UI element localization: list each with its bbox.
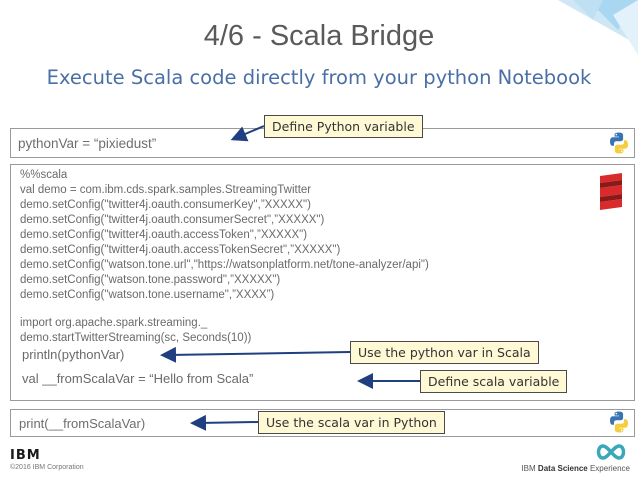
- print-code: print(__fromScalaVar): [19, 416, 146, 431]
- brand-text: IBM Data Science Experience: [521, 464, 630, 473]
- brand-suffix: Experience: [589, 464, 630, 473]
- python-logo-icon: [610, 132, 628, 154]
- code-line: demo.setConfig("twitter4j.oauth.consumer…: [20, 199, 311, 211]
- code-line: import org.apache.spark.streaming._: [20, 317, 208, 329]
- infinity-logo-icon: [596, 444, 626, 460]
- code-line: demo.setConfig("twitter4j.oauth.accessTo…: [20, 244, 341, 256]
- python-var-code: pythonVar = “pixiedust”: [18, 136, 157, 151]
- code-line: demo.setConfig("watson.tone.password",”X…: [20, 274, 281, 286]
- code-line: demo.setConfig("twitter4j.oauth.consumer…: [20, 214, 325, 226]
- corner-decoration: [558, 0, 638, 55]
- println-line: println(pythonVar): [22, 347, 125, 362]
- brand-prefix: IBM: [521, 464, 536, 473]
- callout-use-python-in-scala: Use the python var in Scala: [350, 341, 539, 364]
- code-line: demo.setConfig("twitter4j.oauth.accessTo…: [20, 229, 308, 241]
- scala-logo-icon: [600, 173, 622, 210]
- slide-subtitle: Execute Scala code directly from your py…: [46, 66, 592, 89]
- slide-title: 4/6 - Scala Bridge: [203, 20, 435, 52]
- brand-bold: Data Science: [537, 464, 588, 473]
- copyright-text: ©2016 IBM Corporation: [10, 464, 84, 471]
- scala-val-line: val __fromScalaVar = “Hello from Scala”: [22, 371, 254, 386]
- scala-code-cell[interactable]: %%scala val demo = com.ibm.cds.spark.sam…: [10, 164, 635, 401]
- callout-use-scala-in-python: Use the scala var in Python: [258, 411, 445, 434]
- code-line: val demo = com.ibm.cds.spark.samples.Str…: [20, 184, 312, 196]
- python-logo-icon: [610, 411, 628, 433]
- code-line: demo.setConfig("watson.tone.url","https:…: [20, 259, 429, 271]
- code-line: demo.startTwitterStreaming(sc, Seconds(1…: [20, 332, 252, 344]
- code-line: %%scala: [20, 169, 68, 181]
- callout-define-python: Define Python variable: [264, 115, 423, 138]
- callout-define-scala: Define scala variable: [420, 370, 568, 393]
- code-line: demo.setConfig("watson.tone.username",”X…: [20, 289, 275, 301]
- ibm-logo: IBM: [10, 448, 41, 463]
